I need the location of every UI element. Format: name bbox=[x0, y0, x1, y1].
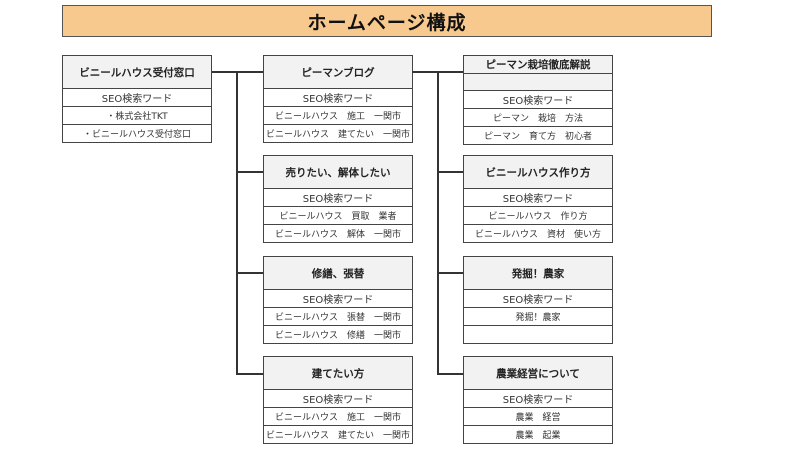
seo-keyword-label: SEO検索ワード bbox=[63, 89, 211, 107]
seo-keyword-label: SEO検索ワード bbox=[264, 89, 412, 107]
diagram-title-bar: ホームページ構成 bbox=[62, 5, 712, 37]
page-box-header: ビニールハウス受付窓口 bbox=[63, 56, 211, 89]
page-box-empty-row bbox=[464, 74, 612, 91]
seo-keyword-row: ピーマン 栽培 方法 bbox=[464, 109, 612, 127]
seo-keyword-label: SEO検索ワード bbox=[264, 189, 412, 207]
seo-keyword-row: ・ビニールハウス受付窓口 bbox=[82, 130, 191, 140]
page-box-header: 修繕、張替 bbox=[264, 257, 412, 290]
seo-keyword-row: ビニールハウス 買取 業者 bbox=[264, 207, 412, 225]
connector-line bbox=[236, 272, 263, 274]
page-box-header: ビニールハウス作り方 bbox=[464, 156, 612, 189]
connector-line bbox=[437, 373, 463, 375]
page-box-header: 農業経営について bbox=[464, 357, 612, 390]
seo-keyword-row: ビニールハウス 建てたい 一関市 bbox=[265, 431, 410, 441]
connector-line bbox=[437, 272, 463, 274]
seo-keyword-label: SEO検索ワード bbox=[464, 189, 612, 207]
seo-keyword-label: SEO検索ワード bbox=[264, 390, 412, 408]
page-box-header: 発掘！農家 bbox=[464, 257, 612, 290]
seo-keyword-row: ・株式会社TKT bbox=[63, 107, 211, 125]
seo-keyword-row bbox=[464, 326, 612, 343]
seo-keyword-row: ビニールハウス 張替 一関市 bbox=[264, 308, 412, 326]
seo-keyword-row: ピーマン 育て方 初心者 bbox=[483, 132, 592, 142]
page-box-right: ピーマン栽培徹底解説 SEO検索ワードピーマン 栽培 方法ピーマン 育て方 初心者 bbox=[463, 55, 613, 145]
seo-keyword-label: SEO検索ワード bbox=[464, 91, 612, 109]
seo-keyword-row: ビニールハウス 施工 一関市 bbox=[264, 408, 412, 426]
seo-keyword-row: ビニールハウス 建てたい 一関市 bbox=[265, 130, 410, 140]
connector-line bbox=[236, 71, 238, 373]
connector-line bbox=[437, 171, 463, 173]
seo-keyword-label: SEO検索ワード bbox=[264, 290, 412, 308]
seo-keyword-row: ビニールハウス 作り方 bbox=[464, 207, 612, 225]
seo-keyword-row: 農業 経営 bbox=[464, 408, 612, 426]
seo-keyword-row: 発掘！農家 bbox=[464, 308, 612, 326]
page-box-header: 売りたい、解体したい bbox=[264, 156, 412, 189]
connector-line bbox=[212, 71, 263, 73]
seo-keyword-row: ビニールハウス 修繕 一関市 bbox=[274, 331, 401, 341]
seo-keyword-row: ビニールハウス 解体 一関市 bbox=[274, 230, 401, 240]
page-box-header: ピーマン栽培徹底解説 bbox=[464, 56, 612, 74]
connector-line bbox=[236, 373, 263, 375]
page-box-header: ピーマンブログ bbox=[264, 56, 412, 89]
connector-line bbox=[437, 71, 439, 373]
seo-keyword-row: ビニールハウス 施工 一関市 bbox=[264, 107, 412, 125]
diagram-title: ホームページ構成 bbox=[307, 11, 467, 34]
seo-keyword-label: SEO検索ワード bbox=[464, 290, 612, 308]
seo-keyword-row: ビニールハウス 資材 使い方 bbox=[474, 230, 601, 240]
page-box-header: 建てたい方 bbox=[264, 357, 412, 390]
seo-keyword-row: 農業 起業 bbox=[515, 431, 561, 441]
seo-keyword-label: SEO検索ワード bbox=[464, 390, 612, 408]
connector-line bbox=[236, 171, 263, 173]
